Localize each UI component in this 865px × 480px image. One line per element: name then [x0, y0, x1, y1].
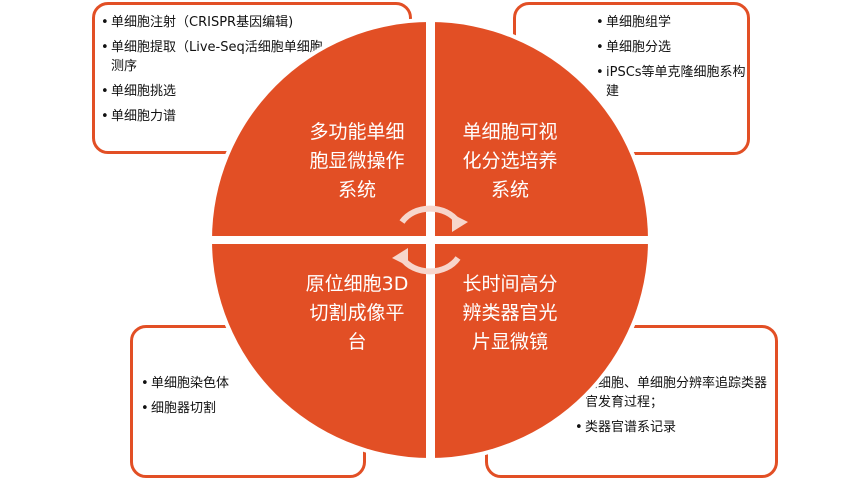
- list-item: 单细胞分选: [596, 38, 741, 57]
- list-item: iPSCs等单克隆细胞系构建: [596, 63, 746, 101]
- list-item: 细胞器切割: [141, 399, 355, 418]
- quadrant-top-left-title: 多功能单细胞显微操作系统: [309, 121, 405, 201]
- list-item: 单细胞力谱: [101, 107, 403, 126]
- list-item: 单细胞染色体: [141, 374, 355, 393]
- quadrant-top-right-title: 单细胞可视化分选培养系统: [462, 121, 558, 201]
- list-item: 单细胞挑选: [101, 82, 403, 101]
- quadrant-bottom-right-title: 长时间高分辨类器官光片显微镜: [462, 273, 558, 353]
- list-item: 活细胞、单细胞分辨率追踪类器官发育过程；: [585, 376, 768, 410]
- list-item: 类器官谱系记录: [575, 418, 767, 437]
- list-item: 单细胞提取（Live-Seq活细胞单细胞测序: [101, 38, 326, 76]
- list-item: 单细胞组学: [596, 13, 741, 32]
- list-item: 单细胞注射（CRISPR基因编辑): [101, 13, 403, 32]
